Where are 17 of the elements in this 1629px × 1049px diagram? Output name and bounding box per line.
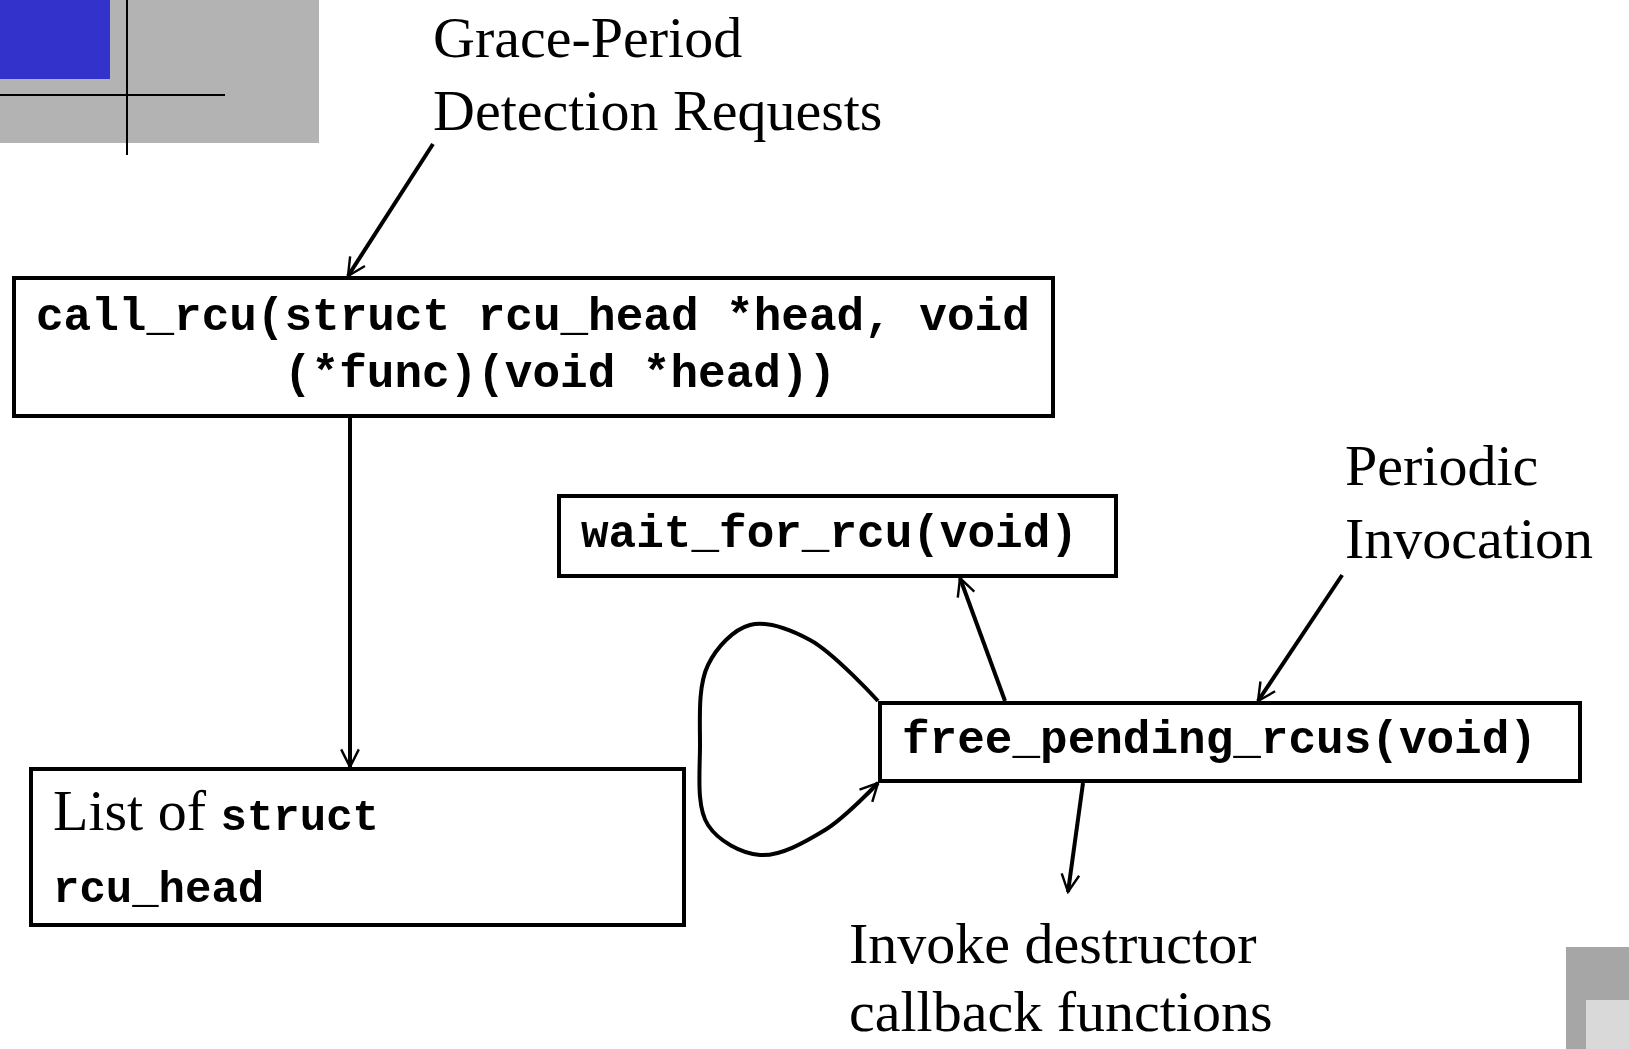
arrow <box>340 418 360 769</box>
annotation-text: Grace-Period Detection Requests <box>433 4 884 145</box>
arrow <box>346 142 435 278</box>
annotation-text: Invoke destructor callback functions <box>849 910 1274 1047</box>
function-box <box>557 494 1118 578</box>
list-box <box>29 767 686 927</box>
box-label: free_pending_rcus(void) <box>902 714 1537 770</box>
function-box <box>878 701 1582 783</box>
arrow <box>1060 782 1085 894</box>
loop-arrow <box>697 621 880 857</box>
arrow <box>956 576 1007 702</box>
arrow <box>1256 573 1344 703</box>
box-label: wait_for_rcu(void) <box>581 508 1078 564</box>
box-label: call_rcu(struct rcu_head *head, void (*func)(void *head)) <box>36 290 1031 403</box>
box-label: List of struct rcu_head <box>53 776 380 917</box>
annotation-text: Periodic Invocation <box>1345 432 1595 573</box>
function-box <box>12 276 1055 418</box>
